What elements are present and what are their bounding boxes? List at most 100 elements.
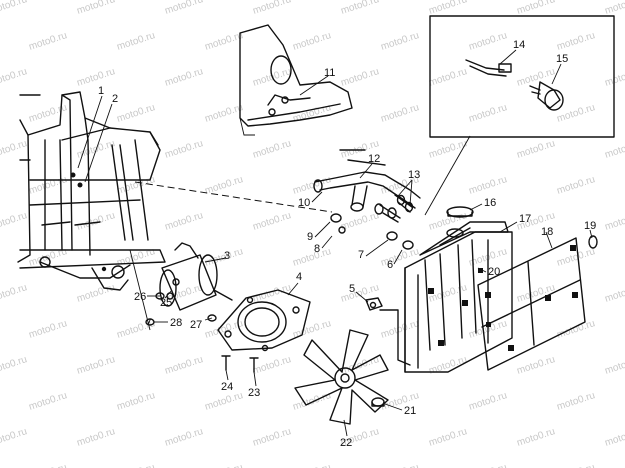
watermark-text: moto0.ru <box>76 282 117 305</box>
watermark-text: moto0.ru <box>76 426 117 449</box>
watermark-text: moto0.ru <box>164 0 205 17</box>
watermark-text: moto0.ru <box>380 246 421 269</box>
callout-18: 18 <box>541 226 553 238</box>
watermark-text: moto0.ru <box>428 66 469 89</box>
callout-8: 8 <box>314 243 320 255</box>
watermark-text: moto0.ru <box>340 210 381 233</box>
watermark-text: moto0.ru <box>468 102 509 125</box>
callout-10: 10 <box>298 197 310 209</box>
watermark-text: moto0.ru <box>468 390 509 413</box>
hose-clamps <box>330 213 414 250</box>
watermark-text: moto0.ru <box>204 462 245 468</box>
watermark-text: moto0.ru <box>164 210 205 233</box>
watermark-text: moto0.ru <box>28 318 69 341</box>
radiator-screen <box>477 237 586 371</box>
watermark-text: moto0.ru <box>380 318 421 341</box>
routing-dashes <box>134 181 333 326</box>
inset-detail-box <box>424 15 615 216</box>
watermark-text: moto0.ru <box>0 0 28 17</box>
watermark-text: moto0.ru <box>0 282 28 305</box>
watermark-text: moto0.ru <box>164 66 205 89</box>
fan-nut <box>371 397 385 407</box>
frame-assembly <box>17 91 166 331</box>
watermark-text: moto0.ru <box>604 210 625 233</box>
watermark-text: moto0.ru <box>164 426 205 449</box>
callout-2: 2 <box>112 93 118 105</box>
watermark-text: moto0.ru <box>76 210 117 233</box>
watermark-text: moto0.ru <box>340 66 381 89</box>
fan-blade <box>294 329 389 425</box>
watermark-text: moto0.ru <box>116 390 157 413</box>
watermark-text: moto0.ru <box>252 210 293 233</box>
watermark-text: moto0.ru <box>28 30 69 53</box>
watermark-text: moto0.ru <box>468 174 509 197</box>
watermark-text: moto0.ru <box>116 462 157 468</box>
watermark-text: moto0.ru <box>380 462 421 468</box>
watermark-text: moto0.ru <box>556 174 597 197</box>
radiator <box>379 221 513 373</box>
coolant-hoses <box>313 149 421 223</box>
callout-23: 23 <box>248 387 260 399</box>
watermark-text: moto0.ru <box>116 30 157 53</box>
callout-22: 22 <box>340 437 352 449</box>
watermark-text: moto0.ru <box>516 138 557 161</box>
watermark-text: moto0.ru <box>0 426 28 449</box>
callout-21: 21 <box>404 405 416 417</box>
watermark-text: moto0.ru <box>0 138 28 161</box>
watermark-text: moto0.ru <box>28 102 69 125</box>
callout-5: 5 <box>349 283 355 295</box>
watermark-text: moto0.ru <box>340 282 381 305</box>
watermark-text: moto0.ru <box>468 30 509 53</box>
watermark-text: moto0.ru <box>292 102 333 125</box>
grommet <box>588 235 598 249</box>
watermark-text: moto0.ru <box>76 0 117 17</box>
watermark-text: moto0.ru <box>116 102 157 125</box>
watermark-text: moto0.ru <box>164 138 205 161</box>
watermark-text: moto0.ru <box>28 390 69 413</box>
watermark-text: moto0.ru <box>468 462 509 468</box>
watermark-text: moto0.ru <box>0 354 28 377</box>
watermark-text: moto0.ru <box>204 390 245 413</box>
callout-19: 19 <box>584 220 596 232</box>
watermark-text: moto0.ru <box>516 426 557 449</box>
callout-3: 3 <box>224 250 230 262</box>
watermark-text: moto0.ru <box>164 354 205 377</box>
watermark-text: moto0.ru <box>556 462 597 468</box>
body-panel <box>239 24 353 136</box>
watermark-text: moto0.ru <box>428 0 469 17</box>
watermark-text: moto0.ru <box>516 354 557 377</box>
watermark-text: moto0.ru <box>556 318 597 341</box>
callout-24: 24 <box>221 381 233 393</box>
watermark-text: moto0.ru <box>516 0 557 17</box>
watermark-text: moto0.ru <box>604 426 625 449</box>
watermark-text: moto0.ru <box>28 462 69 468</box>
watermark-text: moto0.ru <box>252 426 293 449</box>
fan-motor <box>159 242 233 311</box>
fan-shroud <box>217 289 311 352</box>
leader-lines <box>77 49 593 437</box>
callout-26: 26 <box>134 291 146 303</box>
watermark-text: moto0.ru <box>604 138 625 161</box>
watermark-text: moto0.ru <box>428 354 469 377</box>
callout-6: 6 <box>387 259 393 271</box>
watermark-text: moto0.ru <box>252 138 293 161</box>
callout-28: 28 <box>170 317 182 329</box>
watermark-text: moto0.ru <box>204 174 245 197</box>
callout-14: 14 <box>513 39 525 51</box>
callout-12: 12 <box>368 153 380 165</box>
watermark-text: moto0.ru <box>28 174 69 197</box>
callout-17: 17 <box>519 213 531 225</box>
callout-7: 7 <box>358 249 364 261</box>
watermark-text: moto0.ru <box>292 30 333 53</box>
watermark-text: moto0.ru <box>76 354 117 377</box>
watermark-text: moto0.ru <box>0 66 28 89</box>
callout-27: 27 <box>190 319 202 331</box>
callout-1: 1 <box>98 85 104 97</box>
radiator-cap <box>446 206 474 218</box>
watermark-text: moto0.ru <box>604 282 625 305</box>
callouts: 1 2 3 4 5 6 7 8 9 10 11 12 13 14 15 16 1… <box>98 39 596 449</box>
watermark-text: moto0.ru <box>556 390 597 413</box>
callout-11: 11 <box>324 67 335 79</box>
callout-16: 16 <box>484 197 496 209</box>
